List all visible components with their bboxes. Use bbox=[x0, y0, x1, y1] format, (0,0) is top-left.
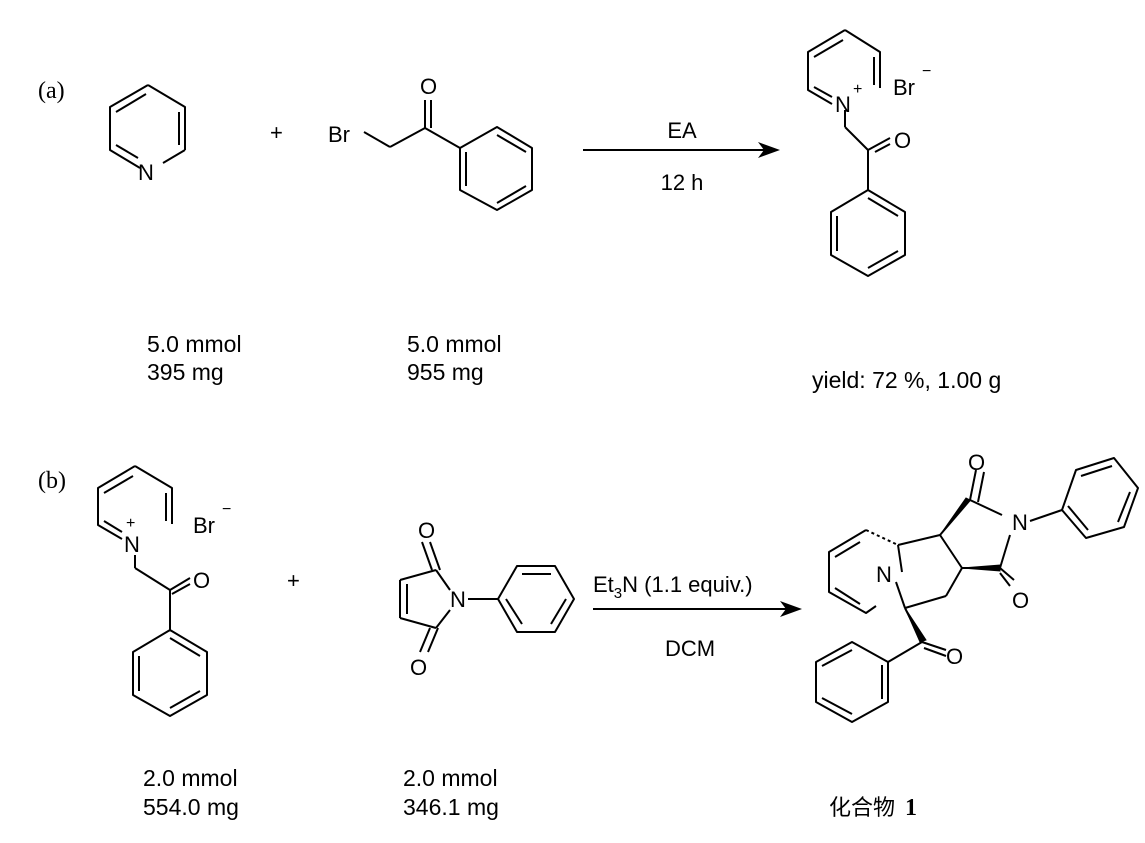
scheme-b-label: (b) bbox=[38, 468, 66, 494]
compound-1-ring-n: N bbox=[876, 562, 892, 587]
reactant-b1-plus-charge: + bbox=[126, 515, 135, 532]
reactant-b1-n-atom: N bbox=[124, 532, 140, 557]
reactant-b1-mmol: 2.0 mmol bbox=[143, 765, 238, 791]
product-a-yield: yield: 72 %, 1.00 g bbox=[812, 367, 1001, 393]
scheme-a-plus: + bbox=[270, 120, 283, 145]
compound-1-oxygen-right: O bbox=[1012, 588, 1029, 613]
pyridinium-salt-reactant-structure bbox=[97, 465, 208, 717]
ketone-oxygen-atom: O bbox=[420, 74, 437, 99]
bromide-minus-charge: − bbox=[922, 63, 931, 80]
wedge-bond-2 bbox=[961, 564, 1001, 572]
bromoacetophenone-structure bbox=[363, 100, 533, 211]
reactant-b2-mmol: 2.0 mmol bbox=[403, 765, 498, 791]
reactant-b1-bromide: Br bbox=[193, 513, 215, 538]
compound-1-oxygen-top: O bbox=[968, 450, 985, 475]
maleimide-oxygen-top: O bbox=[418, 518, 435, 543]
pyridinium-n-atom: N bbox=[835, 92, 851, 117]
reactant-a1-mmol: 5.0 mmol bbox=[147, 331, 242, 357]
compound-1-benzoyl-oxygen: O bbox=[946, 644, 963, 669]
n-phenylmaleimide-structure bbox=[399, 541, 575, 653]
bromide-ion: Br bbox=[893, 75, 915, 100]
product-a-carbonyl-bond bbox=[874, 143, 891, 153]
reaction-arrow-a-head bbox=[758, 142, 780, 158]
reactant-b2-mass: 346.1 mg bbox=[403, 794, 499, 820]
pyridine-structure bbox=[109, 84, 186, 169]
scheme-a-time: 12 h bbox=[661, 170, 704, 195]
maleimide-oxygen-bottom: O bbox=[410, 655, 427, 680]
scheme-b-plus: + bbox=[287, 568, 300, 593]
wedge-bond-1 bbox=[939, 497, 971, 536]
bromine-atom: Br bbox=[328, 122, 350, 147]
reaction-arrow-b-head bbox=[780, 601, 802, 617]
pyridinium-plus-charge: + bbox=[853, 81, 862, 98]
scheme-a-solvent: EA bbox=[667, 118, 697, 143]
scheme-b-base: Et3N (1.1 equiv.) bbox=[593, 572, 753, 602]
reactant-b1-oxygen-atom: O bbox=[193, 568, 210, 593]
reactant-a1-mass: 395 mg bbox=[147, 359, 224, 385]
reactant-a2-mass: 955 mg bbox=[407, 359, 484, 385]
pyridinium-salt-structure bbox=[807, 29, 906, 277]
compound-1-imide-n: N bbox=[1012, 510, 1028, 535]
wedge-bond-3 bbox=[904, 607, 927, 643]
reactant-a2-mmol: 5.0 mmol bbox=[407, 331, 502, 357]
compound-1-structure bbox=[815, 457, 1139, 723]
scheme-a-label: (a) bbox=[38, 78, 65, 104]
pyridine-n-atom: N bbox=[138, 160, 154, 185]
reactant-b1-minus-charge: − bbox=[222, 501, 231, 518]
product-a-oxygen-atom: O bbox=[894, 128, 911, 153]
reactant-b1-mass: 554.0 mg bbox=[143, 794, 239, 820]
scheme-b-solvent: DCM bbox=[665, 636, 715, 661]
maleimide-n-atom: N bbox=[450, 587, 466, 612]
